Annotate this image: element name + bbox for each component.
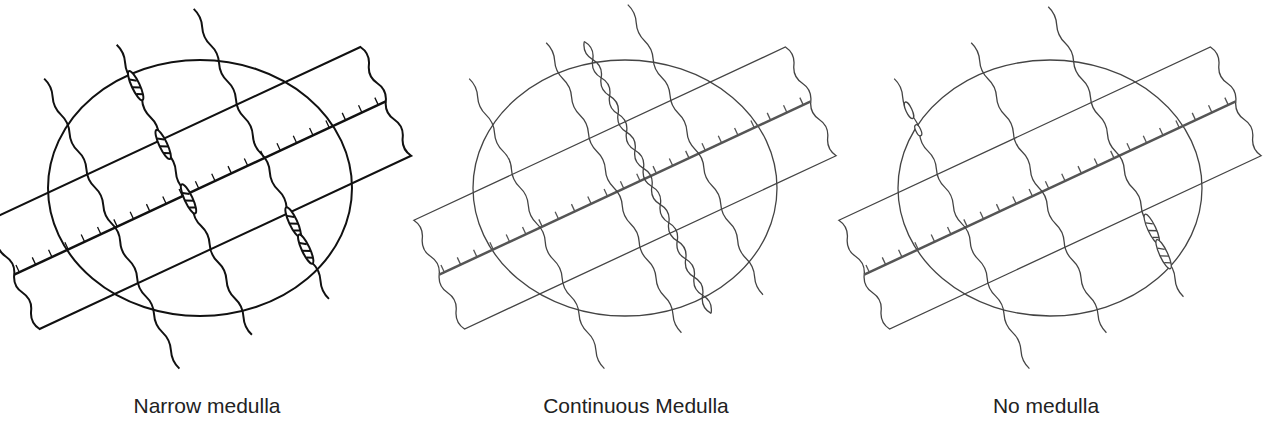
field-narrow xyxy=(0,0,454,416)
field-none xyxy=(792,0,1268,416)
field-continuous xyxy=(367,0,879,416)
caption-label: Narrow medulla xyxy=(133,394,280,418)
caption-label: No medulla xyxy=(993,394,1099,418)
caption-label: Continuous Medulla xyxy=(543,394,729,418)
